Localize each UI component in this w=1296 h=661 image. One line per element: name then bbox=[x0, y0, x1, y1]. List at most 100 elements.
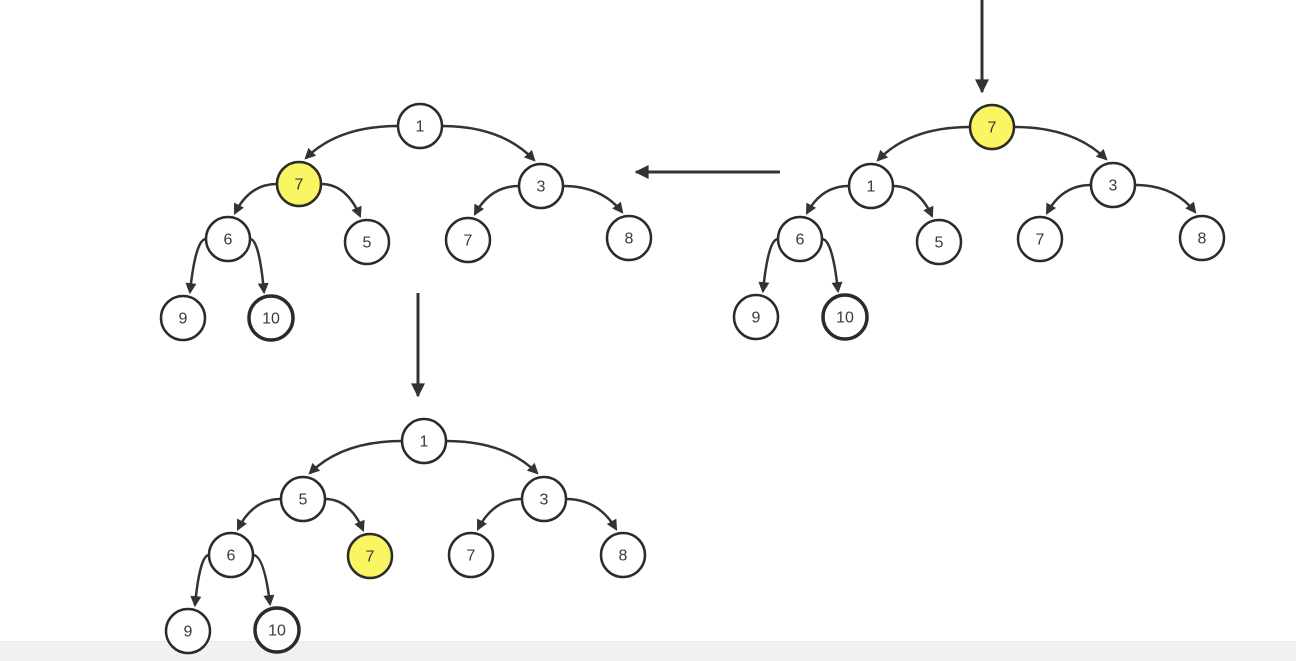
node-label: 8 bbox=[619, 548, 628, 565]
node-6: 6 bbox=[207, 531, 255, 579]
node-3: 3 bbox=[520, 475, 568, 523]
tree-node bbox=[517, 162, 565, 210]
node-10: 10 bbox=[253, 606, 301, 654]
tree-edge bbox=[1134, 183, 1197, 214]
tree-edge bbox=[236, 497, 282, 531]
node-label: 3 bbox=[540, 492, 549, 509]
node-9: 9 bbox=[164, 607, 212, 655]
node-label: 9 bbox=[752, 310, 761, 327]
node-label: 7 bbox=[295, 177, 304, 194]
tree-node bbox=[396, 102, 444, 150]
node-label: 7 bbox=[1036, 232, 1045, 249]
tree-edge bbox=[562, 184, 624, 214]
node-label: 1 bbox=[416, 119, 425, 136]
node-1: 1 bbox=[847, 162, 895, 210]
node-9: 9 bbox=[159, 294, 207, 342]
node-label: 5 bbox=[935, 235, 944, 252]
tree-edge bbox=[304, 124, 399, 160]
tree-node bbox=[204, 215, 252, 263]
tree-edge bbox=[476, 497, 523, 531]
node-label: 7 bbox=[467, 548, 476, 565]
tree-node bbox=[1089, 161, 1137, 209]
node-8: 8 bbox=[605, 214, 653, 262]
node-label: 10 bbox=[262, 311, 280, 328]
tree-edge bbox=[320, 182, 362, 219]
tree-node-highlighted bbox=[275, 160, 323, 208]
node-label: 8 bbox=[625, 231, 634, 248]
tree-node bbox=[915, 218, 963, 266]
tree-edge bbox=[805, 184, 850, 215]
horizontal-scrollbar-track[interactable] bbox=[0, 641, 1296, 661]
node-label: 7 bbox=[988, 120, 997, 137]
tree-node-highlighted bbox=[346, 532, 394, 580]
tree-edge bbox=[473, 184, 520, 216]
tree-edge bbox=[821, 237, 843, 294]
node-7: 7 bbox=[1016, 215, 1064, 263]
tree-edge bbox=[185, 237, 207, 295]
tree-node bbox=[253, 606, 301, 654]
tree-edge bbox=[233, 182, 278, 215]
tree-node bbox=[444, 216, 492, 264]
node-label: 6 bbox=[227, 548, 236, 565]
node-7: 7 bbox=[968, 103, 1016, 151]
node-8: 8 bbox=[599, 531, 647, 579]
node-10: 10 bbox=[247, 294, 295, 342]
node-label: 6 bbox=[796, 232, 805, 249]
node-label: 3 bbox=[1109, 178, 1118, 195]
tree-node bbox=[159, 294, 207, 342]
node-10: 10 bbox=[821, 293, 869, 341]
tree-edge bbox=[892, 184, 934, 219]
node-8: 8 bbox=[1178, 214, 1226, 262]
node-6: 6 bbox=[204, 215, 252, 263]
node-7: 7 bbox=[444, 216, 492, 264]
node-7: 7 bbox=[447, 531, 495, 579]
tree-node bbox=[400, 417, 448, 465]
node-label: 10 bbox=[836, 310, 854, 327]
tree-node bbox=[599, 531, 647, 579]
tree-edge bbox=[758, 237, 779, 294]
node-3: 3 bbox=[1089, 161, 1137, 209]
tree-edge bbox=[249, 237, 269, 295]
node-label: 3 bbox=[537, 179, 546, 196]
node-label: 1 bbox=[420, 434, 429, 451]
tree-edge bbox=[1013, 125, 1108, 161]
tree-node bbox=[1016, 215, 1064, 263]
node-label: 10 bbox=[268, 623, 286, 640]
node-label: 7 bbox=[366, 549, 375, 566]
tree-edge bbox=[308, 439, 403, 475]
node-label: 7 bbox=[464, 233, 473, 250]
tree-node bbox=[821, 293, 869, 341]
node-label: 9 bbox=[184, 624, 193, 641]
tree-node bbox=[1178, 214, 1226, 262]
tree-node bbox=[732, 293, 780, 341]
node-1: 1 bbox=[396, 102, 444, 150]
tree-edge bbox=[324, 497, 365, 533]
node-7: 7 bbox=[275, 160, 323, 208]
tree-node bbox=[279, 475, 327, 523]
tree-bottom: 1 5 3 6 7 7 8 9 10 bbox=[164, 417, 647, 655]
tree-edge bbox=[441, 124, 536, 162]
node-5: 5 bbox=[279, 475, 327, 523]
node-5: 5 bbox=[343, 218, 391, 266]
tree-edge bbox=[1045, 183, 1092, 215]
node-6: 6 bbox=[776, 215, 824, 263]
tree-node-highlighted bbox=[968, 103, 1016, 151]
tree-node bbox=[520, 475, 568, 523]
node-label: 5 bbox=[299, 492, 308, 509]
node-3: 3 bbox=[517, 162, 565, 210]
node-label: 9 bbox=[179, 311, 188, 328]
tree-top-right: 7 1 3 6 5 7 8 9 10 bbox=[732, 103, 1226, 341]
node-label: 8 bbox=[1198, 231, 1207, 248]
tree-top-left: 1 7 3 6 5 7 8 9 10 bbox=[159, 102, 653, 342]
node-label: 5 bbox=[363, 235, 372, 252]
tree-node bbox=[343, 218, 391, 266]
tree-edge bbox=[565, 497, 618, 531]
node-label: 6 bbox=[224, 232, 233, 249]
tree-node bbox=[164, 607, 212, 655]
tree-node bbox=[605, 214, 653, 262]
tree-edge bbox=[445, 439, 539, 475]
tree-edge bbox=[252, 553, 275, 607]
tree-node bbox=[447, 531, 495, 579]
node-label: 1 bbox=[867, 179, 876, 196]
